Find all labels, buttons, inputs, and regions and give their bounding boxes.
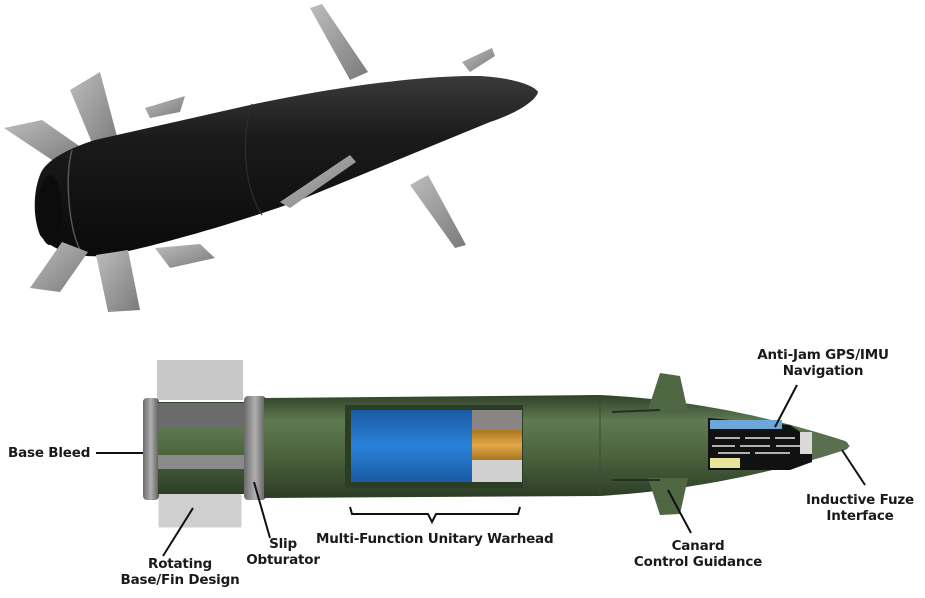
battery-module <box>710 458 740 468</box>
tail-fin <box>4 120 85 162</box>
canard-bottom <box>648 478 688 515</box>
label-canard: Canard Control Guidance <box>628 538 768 570</box>
canard-fin <box>462 48 495 72</box>
projectile-body <box>34 75 538 257</box>
label-gps-imu-line2: Navigation <box>782 363 864 379</box>
warhead-brace <box>349 506 521 525</box>
leader-rotating-base <box>162 507 194 557</box>
label-fuze: Inductive Fuze Interface <box>804 492 916 524</box>
label-gps-imu: Anti-Jam GPS/IMU Navigation <box>748 347 898 379</box>
leader-canard <box>667 489 692 534</box>
tail-fin <box>70 72 118 150</box>
label-slip-obturator-line1: Slip <box>269 536 297 552</box>
leader-slip-obturator <box>253 481 271 539</box>
canard-top <box>648 373 688 412</box>
canard-fin <box>280 155 356 208</box>
label-gps-imu-line1: Anti-Jam GPS/IMU <box>757 347 889 363</box>
canard-fin <box>410 175 466 248</box>
tail-fin <box>30 242 88 292</box>
label-rotating-base: Rotating Base/Fin Design <box>110 556 250 588</box>
label-slip-obturator: Slip Obturator <box>238 536 328 568</box>
warhead-blue-core <box>351 410 472 482</box>
label-slip-obturator-line2: Obturator <box>246 552 320 568</box>
label-fuze-line1: Inductive Fuze <box>805 492 915 508</box>
label-canard-line1: Canard <box>671 538 725 554</box>
gps-imu-module <box>710 420 782 429</box>
label-base-bleed: Base Bleed <box>8 445 91 461</box>
tail-fin <box>145 96 185 118</box>
slip-obturator-ring <box>244 396 266 500</box>
label-fuze-line2: Interface <box>826 508 894 524</box>
label-rotating-base-line1: Rotating <box>148 556 212 572</box>
cutaway-diagram <box>96 360 866 557</box>
canard-fin <box>310 4 368 80</box>
tail-fin <box>155 244 215 268</box>
leader-gps-imu <box>774 384 798 428</box>
tail-fin <box>96 250 140 312</box>
leader-fuze <box>841 449 866 486</box>
base-bleed-ring <box>143 398 159 500</box>
label-warhead: Multi-Function Unitary Warhead <box>316 531 554 547</box>
photo-projectile <box>4 4 538 312</box>
label-canard-line2: Control Guidance <box>633 554 763 570</box>
label-rotating-base-line2: Base/Fin Design <box>120 572 240 588</box>
base-fin-block-top <box>157 360 243 400</box>
base-fin-block-bottom <box>157 487 243 529</box>
